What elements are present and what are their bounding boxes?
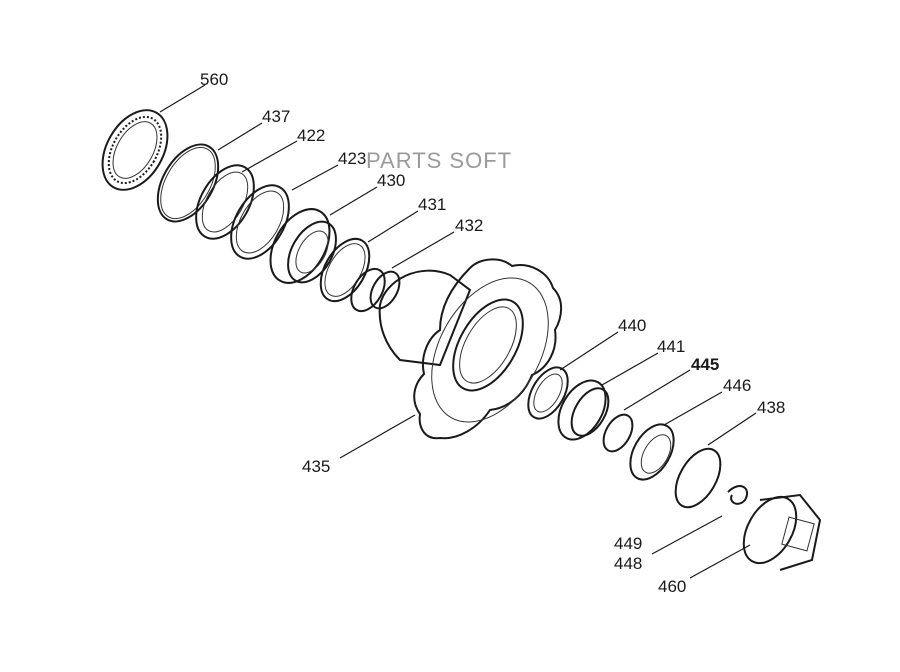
callout-423: 423 [338, 149, 366, 168]
part-422-seal [195, 164, 255, 240]
part-560-toothed-ring [101, 109, 169, 191]
callout-435: 435 [302, 457, 330, 476]
part-423-ring [230, 184, 290, 260]
callout-446: 446 [723, 376, 751, 395]
part-460-cap [742, 493, 822, 571]
callout-430: 430 [377, 171, 405, 190]
callout-449: 449 [614, 534, 642, 553]
callout-431: 431 [418, 195, 446, 214]
watermark-text: PARTS SOFT [366, 148, 512, 173]
callout-441: 441 [657, 337, 685, 356]
part-449-clip [727, 485, 748, 505]
callout-445: 445 [691, 355, 719, 374]
part-446-nut [629, 423, 675, 481]
callout-422: 422 [297, 126, 325, 145]
part-435-hub [378, 258, 563, 440]
callout-437: 437 [262, 107, 290, 126]
part-441-bearing [557, 379, 610, 441]
callout-440: 440 [618, 316, 646, 335]
part-432-bushing [350, 267, 401, 313]
part-437-snap-ring [156, 143, 220, 223]
leader-lines [159, 84, 757, 579]
callout-448: 448 [614, 554, 642, 573]
callout-438: 438 [757, 398, 785, 417]
part-438-snap-ring [674, 447, 722, 509]
part-430-bearing [269, 208, 337, 284]
callout-460: 460 [658, 577, 686, 596]
part-440-ring [527, 366, 569, 420]
callout-560: 560 [200, 70, 228, 89]
callout-432: 432 [455, 216, 483, 235]
part-445-ring [602, 413, 634, 453]
